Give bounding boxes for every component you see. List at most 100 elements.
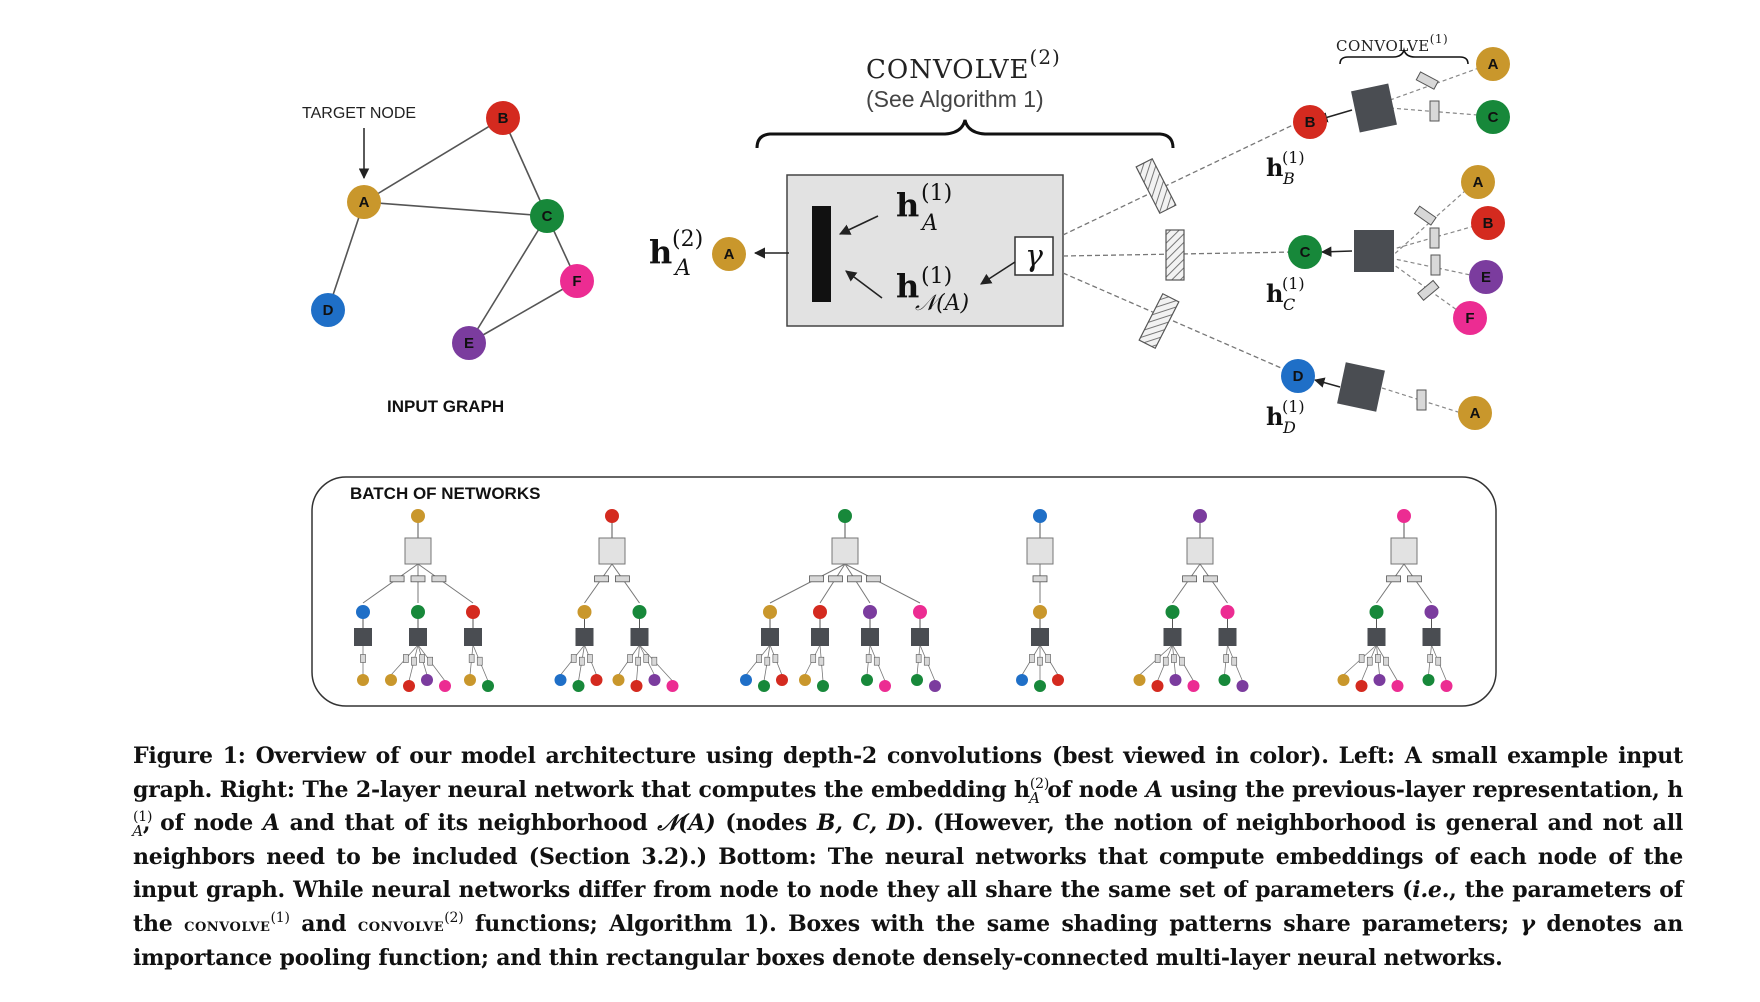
- caption-p2-var: A: [1145, 776, 1163, 803]
- batch-leaf-node-a: [1133, 674, 1146, 686]
- input-graph-title: INPUT GRAPH: [387, 397, 504, 416]
- batch-dense-net: [403, 654, 409, 663]
- l0-node-ca: A: [1461, 165, 1495, 199]
- batch-root-node-c: [838, 509, 852, 523]
- batch-root-node-a: [411, 509, 425, 523]
- batch-leaf-node-a: [385, 674, 397, 686]
- batch-dense-net: [570, 654, 577, 663]
- batch-convolve1-box: [575, 628, 594, 646]
- batch-dense-net: [431, 575, 447, 583]
- caption-p8-sc: convolve: [184, 914, 271, 936]
- convolve1-brace: [1339, 47, 1469, 65]
- batch-leaf-node-f: [439, 680, 451, 692]
- graph-node-e-label: E: [464, 335, 474, 352]
- hB-h: h: [1266, 153, 1283, 182]
- l0-node-bc: C: [1476, 100, 1510, 134]
- batch-l1-node-b: [466, 605, 480, 619]
- l0-node-cb: B: [1471, 206, 1505, 240]
- batch-dense-net: [1358, 654, 1365, 663]
- batch-dense-net: [389, 575, 405, 583]
- hA2-h: h: [649, 233, 672, 271]
- batch-l1-node-c: [1165, 605, 1180, 619]
- caption-p9-sc: convolve: [357, 914, 445, 936]
- batch-convolve2-box: [598, 537, 626, 565]
- batch-convolve1-box: [1218, 628, 1237, 646]
- batch-dense-net: [1154, 654, 1161, 663]
- batch-dense-net: [1162, 656, 1169, 666]
- batch-edge: [417, 563, 474, 604]
- batch-dense-net: [1032, 575, 1048, 583]
- svg-text:CONVOLVE(2): CONVOLVE(2): [866, 45, 1061, 85]
- batch-panel: BATCH OF NETWORKS: [311, 476, 1497, 707]
- batch-l1-node-f: [913, 605, 927, 619]
- l0-node-ba: A: [1476, 47, 1510, 81]
- hN1-h: h: [896, 267, 919, 305]
- batch-convolve2-box: [404, 537, 432, 565]
- convolve2-subtitle: (See Algorithm 1): [866, 86, 1044, 112]
- convolve1-title-sup: (1): [1430, 32, 1449, 46]
- batch-leaf-node-c: [1422, 674, 1435, 686]
- hA2-sub: A: [673, 256, 691, 281]
- caption-p3: using the previous-layer representation,…: [1162, 776, 1683, 803]
- batch-l1-node-e: [1424, 605, 1439, 619]
- convolve1-box-c: [1354, 230, 1394, 272]
- batch-convolve2-box: [1026, 537, 1054, 565]
- l0-node-ba-label: A: [1488, 56, 1499, 73]
- l0-node-bc-label: C: [1488, 109, 1499, 126]
- caption-p9: and: [289, 910, 358, 937]
- batch-dense-net: [828, 575, 843, 583]
- convolve1-box-d: [1337, 362, 1385, 412]
- hN1-sub: 𝒩(A): [915, 291, 969, 316]
- batch-dense-net: [627, 654, 633, 663]
- batch-dense-net: [419, 654, 425, 663]
- l0-node-cf-label: F: [1465, 310, 1474, 327]
- hD-sub: D: [1282, 418, 1296, 437]
- batch-leaf-node-c: [482, 680, 494, 692]
- batch-dense-net: [476, 656, 483, 666]
- hB-sub: B: [1282, 169, 1295, 188]
- hC-h: h: [1266, 279, 1283, 308]
- hN1-sup: (1): [921, 264, 952, 289]
- batch-convolve2-box: [831, 537, 859, 565]
- batch-dense-net: [643, 654, 650, 663]
- batch-dense-net: [1435, 656, 1442, 666]
- svg-text:CONVOLVE(1): CONVOLVE(1): [1336, 32, 1448, 55]
- batch-dense-net: [1407, 575, 1422, 583]
- batch-root-node-e: [1193, 509, 1207, 523]
- graph-node-a: A: [347, 185, 381, 219]
- batch-dense-net: [1427, 654, 1433, 663]
- batch-leaf-node-a: [357, 674, 369, 686]
- batch-edge: [1403, 563, 1432, 604]
- convolve2-title: CONVOLVE: [866, 55, 1030, 85]
- caption-p1-sup: (2): [1029, 775, 1050, 792]
- batch-convolve2-box: [1390, 537, 1418, 565]
- svg-text:h: h: [896, 267, 919, 305]
- batch-edge: [819, 563, 846, 604]
- l0-node-da-label: A: [1470, 405, 1481, 422]
- l1-node-b-label: B: [1305, 114, 1316, 131]
- l0-node-da: A: [1458, 396, 1492, 430]
- graph-node-f-label: F: [572, 273, 581, 290]
- batch-leaf-node-d: [554, 674, 567, 686]
- l1-node-c-label: C: [1300, 244, 1311, 261]
- caption-p7-var: i.e.: [1412, 877, 1450, 903]
- l0-node-ce: E: [1469, 260, 1503, 294]
- batch-l1-node-b: [813, 605, 827, 619]
- batch-dense-net: [360, 654, 366, 663]
- hC-sub: C: [1283, 295, 1295, 314]
- hA1-sup: (1): [921, 181, 952, 206]
- caption-p10: functions; Algorithm 1). Boxes with the …: [463, 910, 1521, 937]
- hC-sup: (1): [1282, 274, 1305, 293]
- batch-dense-net: [923, 656, 930, 666]
- batch-convolve1-box: [761, 628, 779, 646]
- batch-edge: [584, 563, 613, 604]
- batch-convolve1-box: [1422, 628, 1441, 646]
- batch-l1-node-e: [863, 605, 877, 619]
- caption-p7: ). (However, the notion of neighborhood …: [133, 810, 1684, 903]
- caption-p5: and that of its neighborhood: [279, 810, 658, 836]
- batch-edge: [844, 563, 921, 604]
- svg-text:h: h: [896, 186, 919, 224]
- concat-bar: [812, 206, 831, 302]
- batch-leaf-node-f: [666, 680, 679, 692]
- l0-node-cf: F: [1453, 301, 1487, 335]
